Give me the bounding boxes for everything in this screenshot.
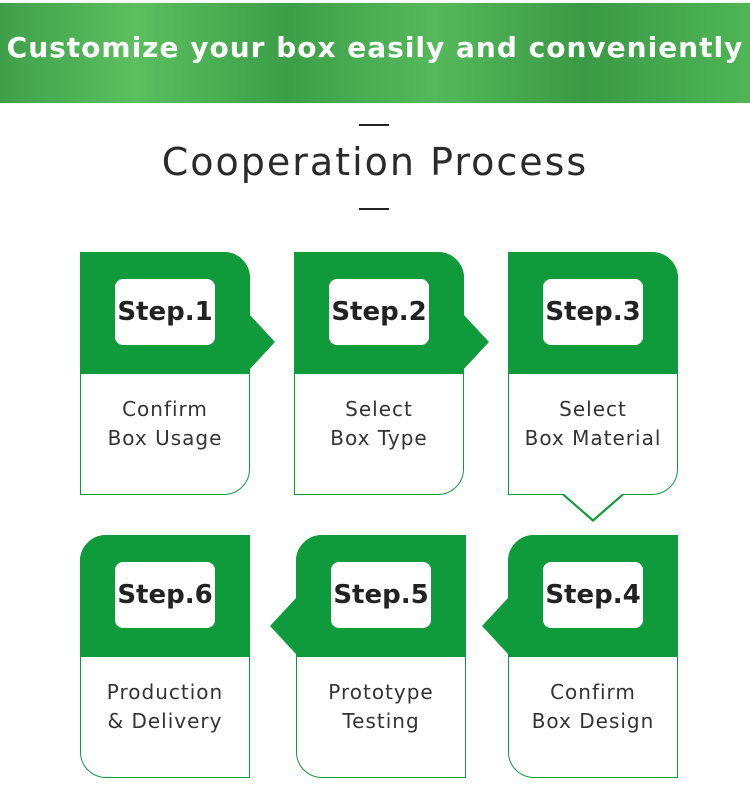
step-description: Confirm Box Design [509, 678, 677, 736]
step-card-1: Step.1 Confirm Box Usage [79, 251, 250, 495]
step-label: Step.2 [329, 279, 429, 345]
step-description: Confirm Box Usage [81, 395, 249, 453]
step-description: Production & Delivery [81, 678, 249, 736]
arrow-right-icon [249, 314, 275, 370]
step-line-2: Box Design [531, 709, 655, 733]
step-card-6: Step.6 Production & Delivery [79, 534, 250, 778]
step-card-2: Step.2 Select Box Type [293, 251, 464, 495]
step-line-1: Confirm [550, 680, 636, 704]
step-line-2: Testing [342, 709, 420, 733]
step-card-4: Step.4 Confirm Box Design [507, 534, 678, 778]
step-line-2: Box Type [330, 426, 428, 450]
step-description: Prototype Testing [297, 678, 465, 736]
step-label: Step.6 [115, 562, 215, 628]
step-description: Select Box Material [509, 395, 677, 453]
step-line-1: Select [345, 397, 413, 421]
step-line-1: Production [106, 680, 224, 704]
step-label: Step.1 [115, 279, 215, 345]
step-description: Select Box Type [295, 395, 463, 453]
arrow-left-icon [482, 598, 508, 654]
step-label: Step.3 [543, 279, 643, 345]
step-line-1: Confirm [122, 397, 208, 421]
title-dash-top [359, 124, 389, 126]
step-card-5: Step.5 Prototype Testing [295, 534, 466, 778]
arrow-right-icon [463, 314, 489, 370]
step-line-2: Box Material [524, 426, 662, 450]
step-line-2: Box Usage [107, 426, 223, 450]
step-line-1: Prototype [328, 680, 434, 704]
step-card-3: Step.3 Select Box Material [507, 251, 678, 495]
step-line-1: Select [559, 397, 627, 421]
title-dash-bottom [359, 208, 389, 210]
step-label: Step.4 [543, 562, 643, 628]
arrow-left-icon [270, 598, 296, 654]
header-banner: Customize your box easily and convenient… [0, 3, 750, 103]
step-label: Step.5 [331, 562, 431, 628]
banner-title: Customize your box easily and convenient… [6, 31, 744, 64]
arrow-down-inner [563, 493, 623, 519]
step-line-2: & Delivery [107, 709, 223, 733]
section-title: Cooperation Process [161, 140, 589, 184]
